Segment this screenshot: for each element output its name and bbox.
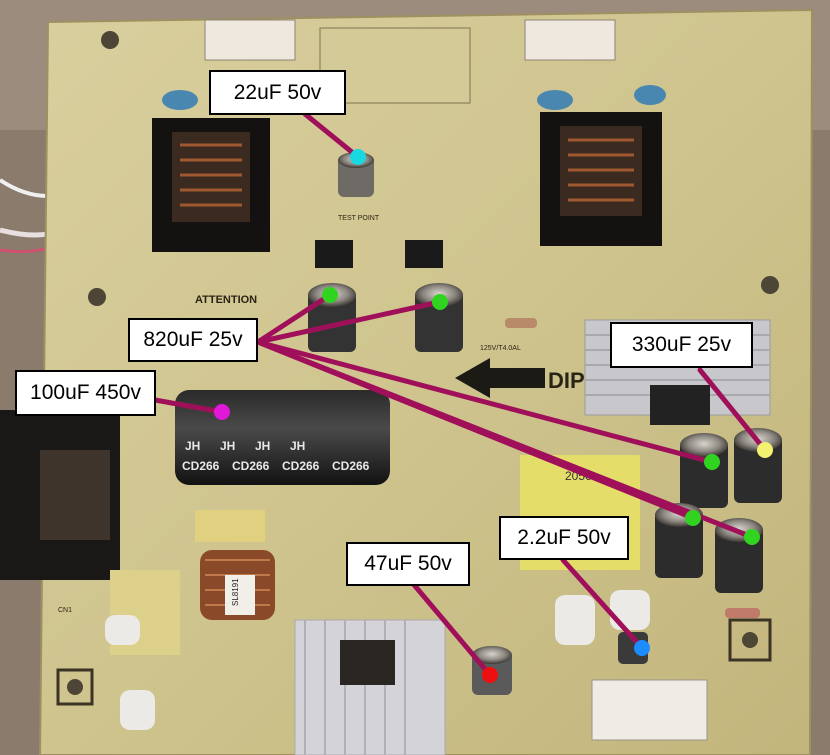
callout-820uf: 820uF 25v	[128, 318, 258, 362]
big-cap-marking-2: CD266	[232, 459, 270, 473]
leader-820uf-b	[255, 299, 443, 345]
callout-820uf-label: 820uF 25v	[143, 328, 243, 351]
big-cap-marking-1: CD266	[182, 459, 220, 473]
marker-820uf-4	[685, 510, 701, 526]
callout-2-2uf-label: 2.2uF 50v	[517, 526, 611, 549]
callout-330uf-label: 330uF 25v	[631, 333, 732, 356]
callout-2-2uf: 2.2uF 50v	[499, 516, 629, 560]
inlet-marking: CN1	[58, 607, 72, 614]
marker-330uf	[757, 442, 773, 458]
callout-47uf: 47uF 50v	[346, 542, 470, 586]
leader-330uf	[697, 367, 768, 453]
leader-820uf-e	[255, 339, 755, 540]
callout-47uf-label: 47uF 50v	[364, 552, 452, 575]
attention-marking: ATTENTION	[195, 294, 257, 306]
leader-820uf-c	[255, 339, 715, 465]
marker-820uf-1	[322, 287, 338, 303]
marker-22uf	[350, 149, 366, 165]
leader-lines	[152, 111, 768, 678]
big-cap-brand-2: JH	[220, 439, 235, 453]
marker-2-2uf	[634, 640, 650, 656]
leader-820uf-a	[255, 292, 333, 345]
choke-marking: SL8191	[231, 578, 240, 606]
marker-820uf-5	[744, 529, 760, 545]
leader-2-2uf	[560, 557, 645, 651]
fuse-marking: 125V/T4.0AL	[480, 345, 521, 352]
leader-47uf	[407, 577, 493, 678]
dip-marking: DIP	[548, 368, 585, 393]
marker-47uf	[482, 667, 498, 683]
big-cap-marking-4: CD266	[332, 459, 370, 473]
callout-22uf-label: 22uF 50v	[233, 80, 322, 104]
big-cap-brand-3: JH	[255, 439, 270, 453]
callout-100uf: 100uF 450v	[15, 370, 156, 416]
marker-820uf-2	[432, 294, 448, 310]
marker-100uf	[214, 404, 230, 420]
leader-22uf	[302, 111, 361, 160]
callout-330uf: 330uF 25v	[610, 322, 753, 368]
leader-100uf	[152, 397, 225, 415]
test-point-marking: TEST POINT	[338, 215, 380, 222]
big-cap-marking-3: CD266	[282, 459, 320, 473]
big-cap-brand-4: JH	[290, 439, 305, 453]
marker-820uf-3	[704, 454, 720, 470]
big-cap-brand-1: JH	[185, 439, 200, 453]
callout-100uf-label: 100uF 450v	[30, 381, 141, 404]
callout-22uf: 22uF 50v	[209, 70, 346, 115]
